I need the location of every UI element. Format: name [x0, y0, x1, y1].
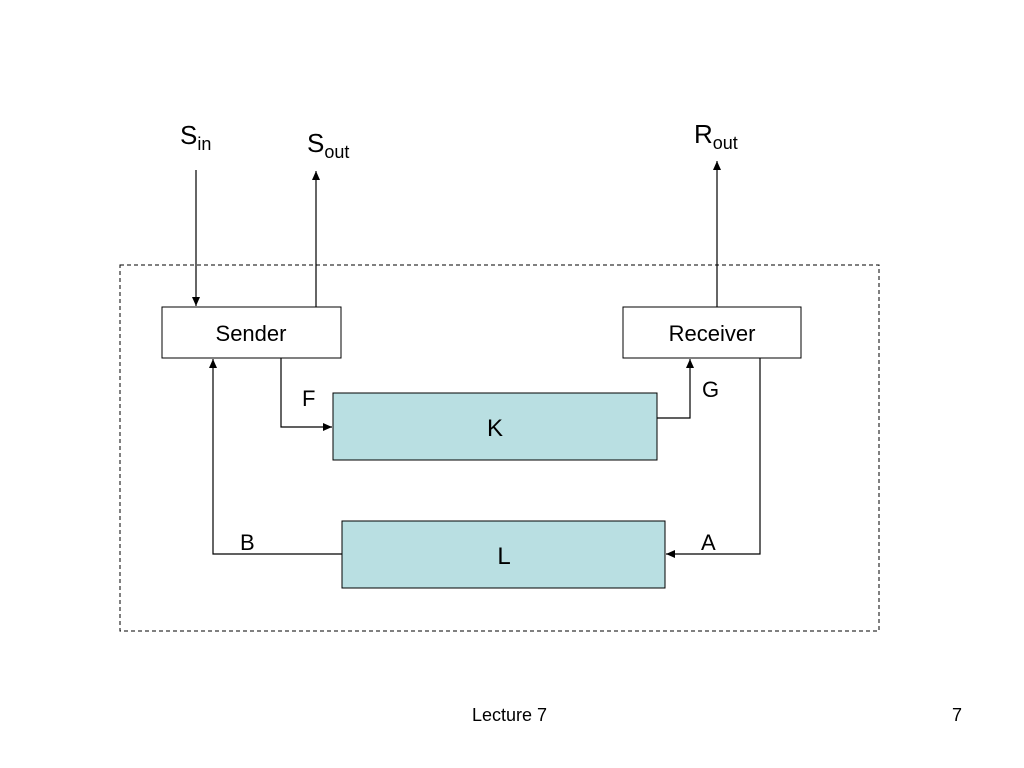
- channel-k-box: [332, 392, 658, 461]
- s-in-sub: in: [197, 134, 211, 154]
- edge-f-label: F: [302, 386, 315, 411]
- r-out-label: Rout: [694, 119, 738, 153]
- channel-l-box: [341, 520, 666, 589]
- edge-b-label: B: [240, 530, 255, 555]
- receiver-label: Receiver: [669, 321, 756, 346]
- edge-g-arrow: [657, 359, 694, 419]
- edge-b-arrow: [209, 359, 342, 555]
- edge-f-arrow: [280, 358, 332, 431]
- edge-g-label: G: [702, 377, 719, 402]
- s-out-sub: out: [324, 142, 349, 162]
- sender-label: Sender: [216, 321, 287, 346]
- edge-a-arrow: [666, 358, 761, 558]
- channel-l-label: L: [497, 543, 510, 570]
- s-in-main: S: [180, 120, 197, 150]
- s-in-label: Sin: [180, 120, 211, 154]
- edge-a-label: A: [701, 530, 716, 555]
- s-out-main: S: [307, 128, 324, 158]
- channel-k-label: K: [487, 415, 503, 442]
- footer-page-number: 7: [952, 705, 963, 725]
- sender-box: [161, 306, 342, 359]
- s-out-label: Sout: [307, 128, 349, 162]
- footer-lecture-label: Lecture 7: [472, 705, 548, 725]
- receiver-box: [622, 306, 802, 359]
- r-out-main: R: [694, 119, 713, 149]
- r-out-sub: out: [713, 133, 738, 153]
- system-boundary: [119, 264, 880, 632]
